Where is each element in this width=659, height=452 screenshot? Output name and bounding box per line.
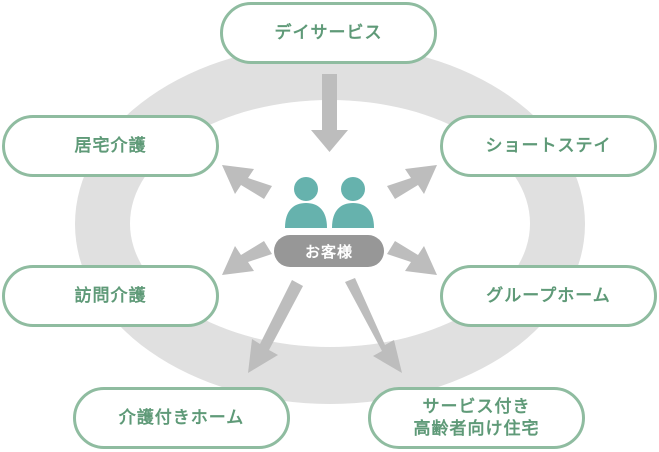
node-serviced-elderly-housing: サービス付き 高齢者向け住宅 — [368, 387, 585, 449]
customer-label: お客様 — [274, 235, 384, 267]
two-person-icon — [285, 177, 374, 228]
arrow-upright-icon — [387, 165, 437, 199]
node-label: 居宅介護 — [74, 135, 147, 156]
arrow-downleft-icon — [222, 241, 272, 275]
node-home-care: 居宅介護 — [2, 115, 219, 177]
customer-center: お客様 — [274, 172, 384, 268]
node-label: グループホーム — [486, 285, 611, 306]
node-label-line2: 高齢者向け住宅 — [413, 419, 540, 439]
node-label: ショートステイ — [485, 135, 612, 156]
node-home-visit-care: 訪問介護 — [2, 265, 219, 327]
node-short-stay: ショートステイ — [440, 115, 657, 177]
node-day-service: デイサービス — [220, 2, 437, 64]
node-group-home: グループホーム — [440, 265, 657, 327]
node-nursing-home: 介護付きホーム — [73, 387, 290, 449]
node-label: 訪問介護 — [74, 285, 147, 306]
node-label-line1: サービス付き — [422, 396, 531, 417]
arrow-down-left-long-icon — [248, 280, 303, 373]
node-label: デイサービス — [274, 22, 383, 43]
arrow-upleft-icon — [222, 165, 272, 199]
node-label: 介護付きホーム — [118, 407, 245, 428]
arrow-down-right-long-icon — [345, 278, 402, 373]
arrow-downright-icon — [387, 241, 437, 275]
arrow-down-icon — [311, 74, 348, 152]
